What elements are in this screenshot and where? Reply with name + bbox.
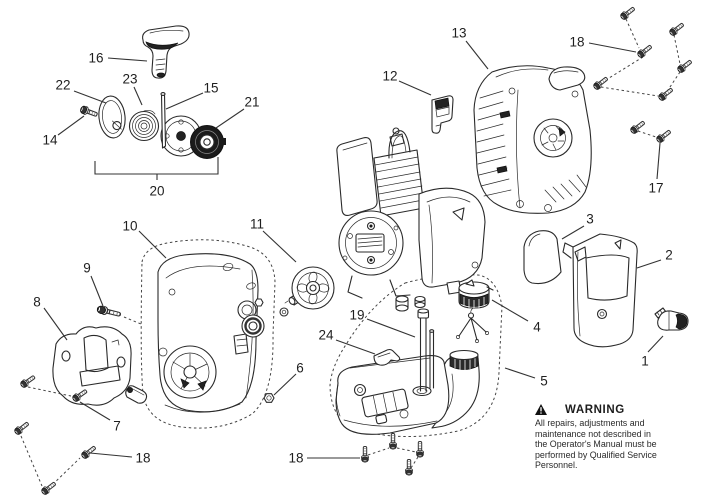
callout-18-upper-right: 18	[569, 35, 637, 53]
warning-line: maintenance not described in	[535, 428, 651, 439]
carburetor-detail	[361, 388, 409, 425]
fuel-cap-with-retainer	[456, 279, 494, 343]
starter-screw	[78, 104, 99, 119]
callout-22: 22	[55, 78, 107, 104]
starter-cup-washer	[98, 95, 126, 139]
callout-11: 11	[250, 217, 297, 263]
screw-9	[95, 304, 142, 325]
callout-7: 7	[79, 401, 121, 434]
callout-5: 5	[504, 367, 548, 389]
callout-label-5: 5	[540, 374, 548, 389]
callout-label-19: 19	[349, 308, 364, 323]
callout-19: 19	[349, 308, 416, 338]
callout-label-24: 24	[318, 328, 334, 343]
air-filter-cover-knob	[654, 307, 689, 331]
starter-pulley	[190, 125, 226, 159]
callout-21: 21	[215, 95, 260, 129]
retainer-clip	[373, 348, 401, 366]
starter-handle	[142, 25, 190, 79]
fuel-pickup-tube	[414, 295, 435, 392]
air-filter-element	[523, 230, 562, 285]
callout-label-1: 1	[641, 354, 649, 369]
callout-2: 2	[636, 248, 673, 269]
callout-20: 20	[94, 157, 219, 199]
callout-label-22: 22	[55, 78, 70, 93]
callout-label-11: 11	[250, 217, 264, 232]
callout-4: 4	[491, 299, 541, 335]
callout-18-lower-center: 18	[288, 451, 360, 466]
callout-18-lower-left: 18	[89, 451, 151, 466]
callout-12: 12	[382, 69, 432, 96]
callout-label-23: 23	[122, 72, 137, 87]
engine-cover	[473, 65, 592, 214]
bearing	[241, 314, 265, 338]
warning-line: performed by Qualified Service	[535, 449, 657, 460]
callout-label-3: 3	[586, 212, 594, 227]
callout-label-18c: 18	[288, 451, 303, 466]
warning-line: All repairs, adjustments and	[535, 418, 645, 428]
callout-14: 14	[42, 115, 85, 148]
callout-3: 3	[561, 212, 594, 240]
callout-label-21: 21	[244, 95, 259, 110]
warning-title-text: WARNING	[565, 404, 625, 416]
recoil-spring	[128, 110, 160, 142]
callout-label-8: 8	[33, 295, 41, 310]
callout-24: 24	[318, 328, 376, 355]
clutch-drum	[284, 266, 335, 310]
callout-label-4: 4	[533, 320, 541, 335]
callout-label-18b: 18	[135, 451, 150, 466]
warning-note: WARNING All repairs, adjustments and mai…	[535, 404, 701, 471]
warning-body: All repairs, adjustments and maintenance…	[535, 418, 701, 471]
callout-label-16: 16	[88, 51, 103, 66]
callout-label-12: 12	[382, 69, 397, 84]
callout-label-14: 14	[42, 133, 58, 148]
callout-label-7: 7	[113, 419, 121, 434]
shield-screws-7	[18, 373, 89, 404]
heat-shield	[52, 326, 132, 406]
starter-rope-guide-pin	[160, 92, 167, 149]
callout-label-17: 17	[648, 181, 663, 196]
air-filter-cover	[562, 233, 638, 348]
warning-line: Personnel.	[535, 460, 578, 471]
callout-label-6: 6	[296, 361, 304, 376]
flange-nut	[263, 393, 275, 403]
callout-label-10: 10	[122, 219, 137, 234]
callout-8: 8	[33, 295, 68, 341]
callout-17: 17	[648, 142, 664, 196]
stop-switch	[431, 95, 454, 134]
callouts: 16 22 23 15 21 14 20 12 13 18 17 3 2 1 1…	[33, 26, 673, 466]
callout-13: 13	[451, 26, 489, 70]
callout-9: 9	[83, 261, 104, 307]
callout-10: 10	[122, 219, 167, 259]
callout-16: 16	[88, 51, 148, 66]
callout-label-20: 20	[149, 184, 164, 199]
fuel-tank-assembly	[335, 349, 480, 435]
callout-label-18a: 18	[569, 35, 584, 50]
screws-upper-right	[591, 4, 694, 103]
starter-housing-assembly	[125, 253, 259, 413]
callout-label-13: 13	[451, 26, 466, 41]
fuel-tank-group-outline	[329, 274, 503, 438]
callout-label-15: 15	[203, 81, 218, 96]
small-nut	[254, 298, 289, 317]
cover-screws-17	[628, 118, 673, 145]
callout-1: 1	[641, 335, 664, 369]
callout-6: 6	[273, 361, 304, 396]
callout-label-2: 2	[665, 248, 673, 263]
callout-label-9: 9	[83, 261, 91, 276]
callout-23: 23	[122, 72, 143, 106]
engine-short-block	[336, 127, 486, 312]
callout-15: 15	[165, 81, 219, 110]
warning-line: the Operator's Manual must be	[535, 439, 657, 450]
screws-lower-center	[360, 433, 425, 476]
warning-title: WARNING	[535, 404, 701, 416]
screws-lower-left-18	[12, 419, 98, 497]
